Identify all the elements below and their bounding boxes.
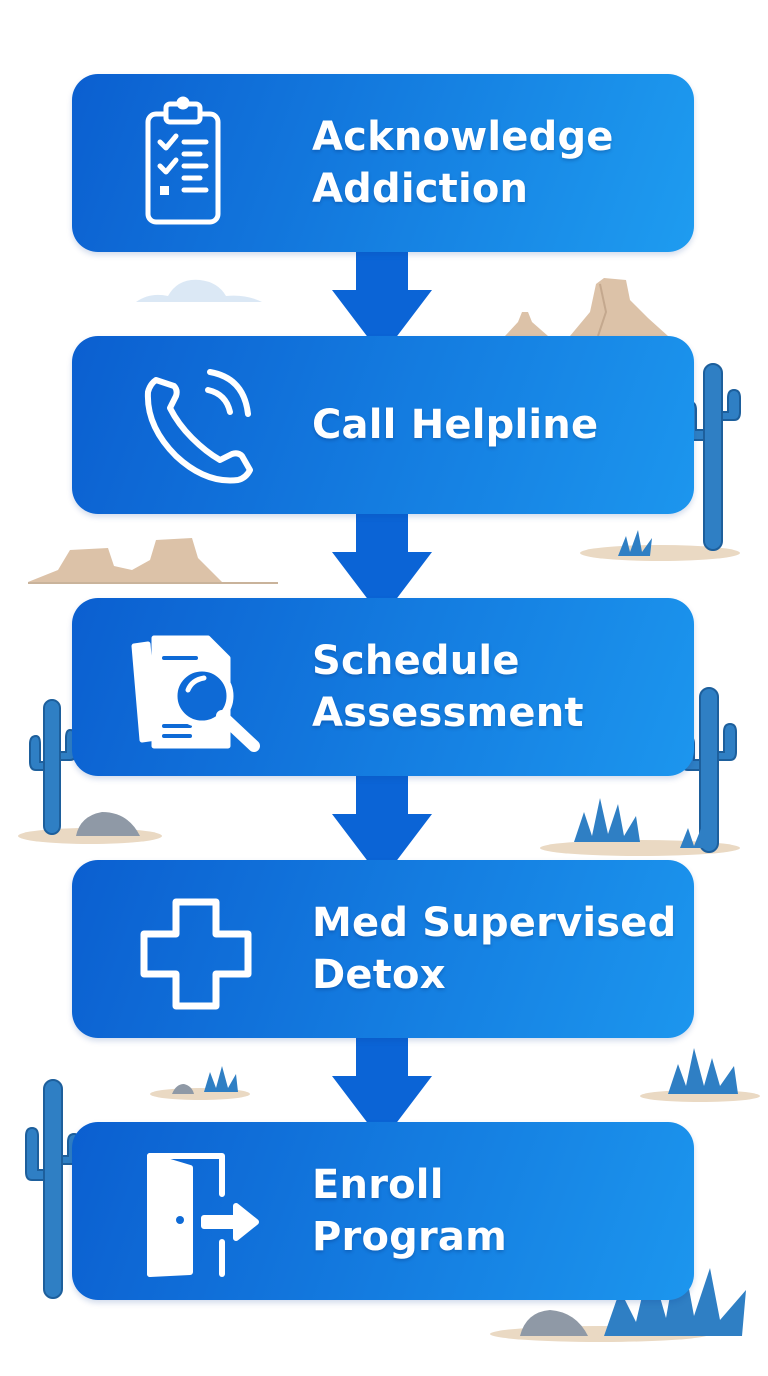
- step-label: Acknowledge Addiction: [312, 74, 684, 252]
- step-label-line: Detox: [312, 952, 446, 998]
- step-label: Schedule Assessment: [312, 598, 684, 776]
- step-label-line: Acknowledge: [312, 114, 614, 160]
- mesa-icon: [505, 278, 668, 337]
- step-schedule-assessment: Schedule Assessment: [72, 598, 694, 776]
- rock-icon: [520, 1310, 588, 1336]
- step-enroll-program: Enroll Program: [72, 1122, 694, 1300]
- step-label: Med Supervised Detox: [312, 860, 684, 1038]
- agave-icon: [204, 1066, 238, 1092]
- step-label-line: Assessment: [312, 690, 584, 736]
- step-label: Enroll Program: [312, 1122, 684, 1300]
- step-label: Call Helpline: [312, 336, 684, 514]
- step-label-line: Call Helpline: [312, 402, 599, 448]
- step-label-line: Enroll: [312, 1162, 444, 1208]
- step-call-helpline: Call Helpline: [72, 336, 694, 514]
- document-magnifier-icon: [126, 618, 266, 758]
- door-exit-icon: [126, 1142, 266, 1282]
- agave-icon: [618, 530, 652, 556]
- down-arrow-icon: [332, 512, 432, 618]
- agave-icon: [668, 1048, 738, 1094]
- step-med-supervised-detox: Med Supervised Detox: [72, 860, 694, 1038]
- down-arrow-icon: [332, 1036, 432, 1142]
- medical-cross-icon: [126, 880, 266, 1020]
- phone-icon: [126, 356, 266, 496]
- step-acknowledge-addiction: Acknowledge Addiction: [72, 74, 694, 252]
- step-label-line: Schedule: [312, 638, 520, 684]
- cloud-icon: [136, 279, 262, 302]
- step-label-line: Med Supervised: [312, 900, 677, 946]
- rock-icon: [76, 812, 140, 836]
- clipboard-checklist-icon: [126, 94, 266, 234]
- down-arrow-icon: [332, 250, 432, 356]
- rock-icon: [172, 1084, 194, 1094]
- step-label-line: Program: [312, 1214, 507, 1260]
- mesa-icon: [28, 538, 278, 584]
- ground-patch: [580, 545, 740, 561]
- down-arrow-icon: [332, 774, 432, 880]
- step-label-line: Addiction: [312, 166, 529, 212]
- agave-icon: [680, 826, 708, 848]
- cactus-icon: [25, 1079, 81, 1299]
- agave-icon: [574, 798, 640, 842]
